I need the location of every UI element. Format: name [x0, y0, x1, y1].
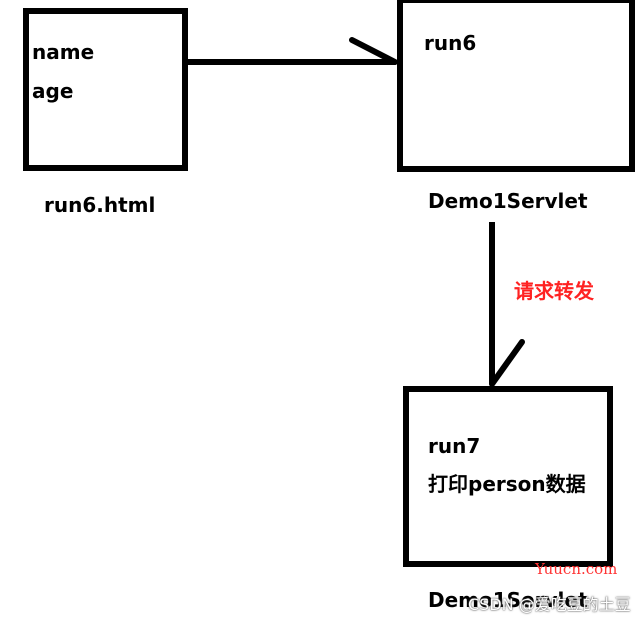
form-field-age: age — [32, 79, 74, 103]
site-watermark: Yuucn.com — [535, 560, 618, 578]
csdn-watermark: CSDN @爱吃豆的土豆 — [468, 595, 631, 614]
servlet1-path: run6 — [424, 31, 477, 55]
servlet2-action: 打印person数据 — [428, 472, 586, 496]
servlet1-caption: Demo1Servlet — [428, 189, 588, 213]
servlet2-caption: Demo1Servlet — [428, 588, 588, 612]
servlet2-path: run7 — [428, 434, 481, 458]
servlet2-box — [403, 386, 613, 567]
submit-arrow-head — [349, 37, 398, 65]
form-caption: run6.html — [44, 193, 156, 217]
forward-label: 请求转发 — [514, 279, 594, 303]
form-box — [23, 8, 188, 171]
servlet1-box — [397, 0, 635, 172]
forward-arrow-head — [489, 339, 525, 387]
form-field-name: name — [32, 40, 95, 64]
